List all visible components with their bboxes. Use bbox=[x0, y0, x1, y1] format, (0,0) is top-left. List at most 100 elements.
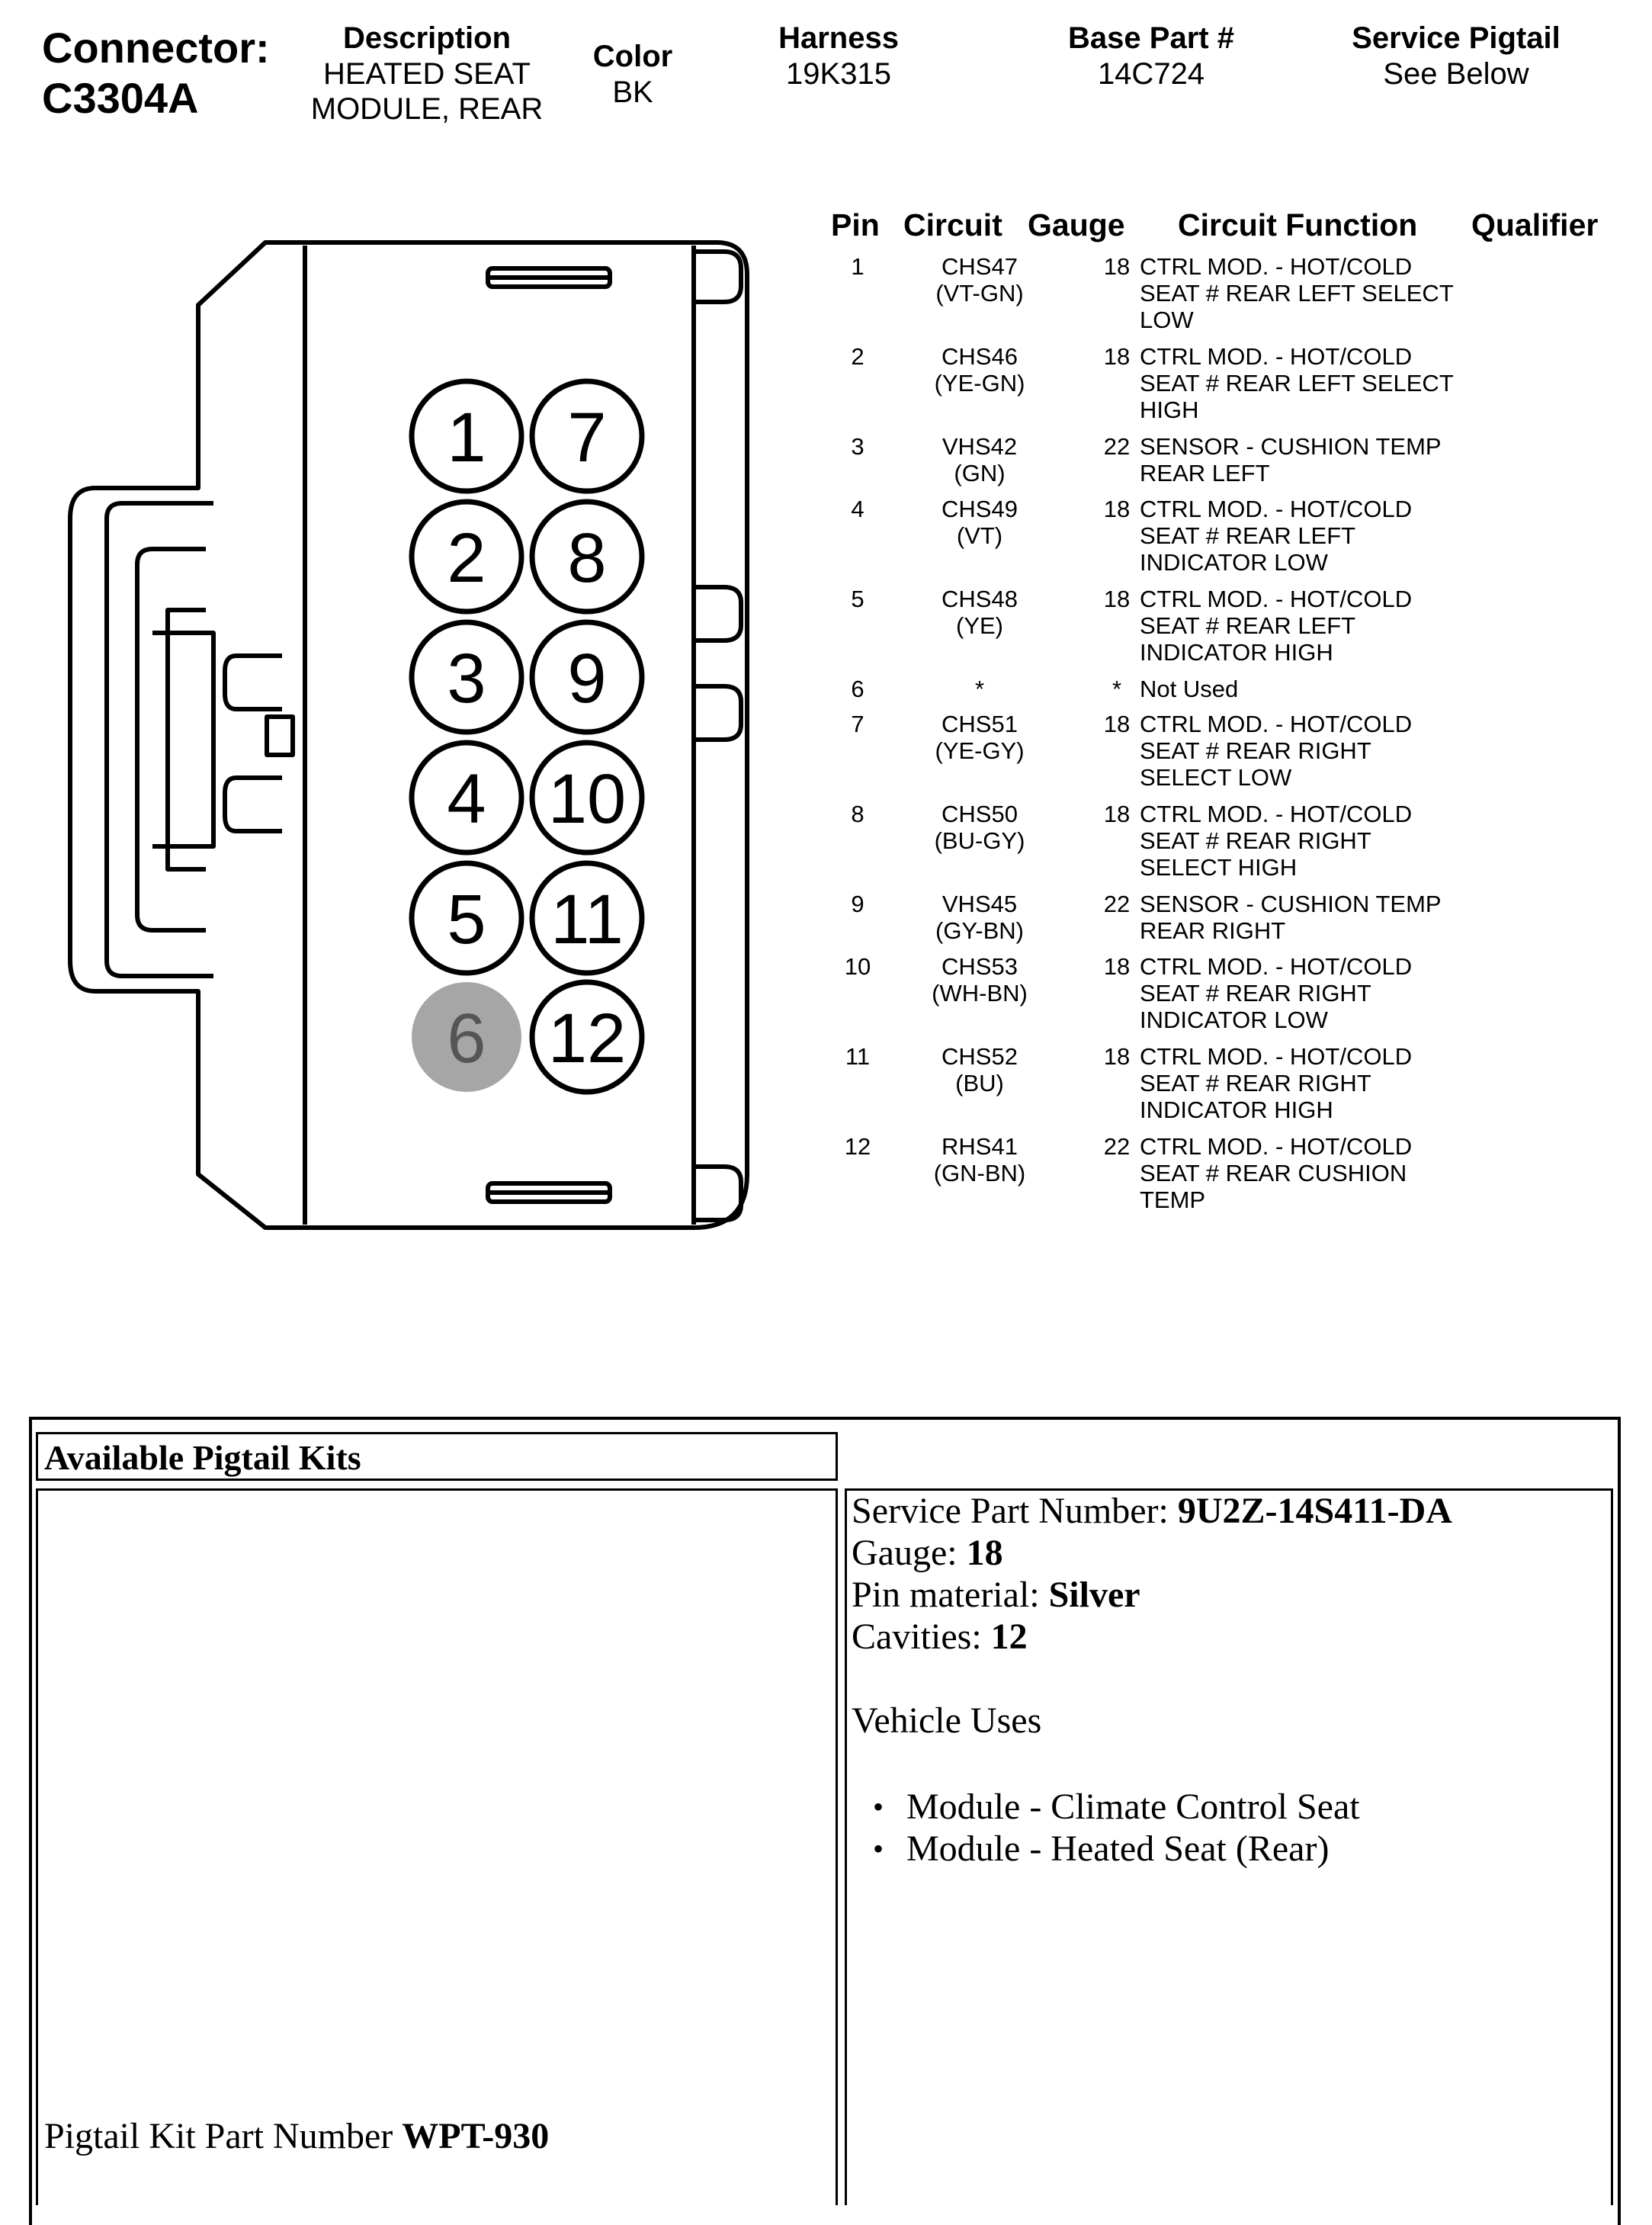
function-cell: SENSOR - CUSHION TEMP REAR RIGHT bbox=[1140, 891, 1442, 944]
pin-cell: 4 bbox=[851, 496, 864, 522]
gauge-cell: 22 bbox=[1103, 1133, 1131, 1160]
pin-number-label: 6 bbox=[447, 1000, 486, 1077]
gauge-cell: 18 bbox=[1103, 253, 1131, 280]
harness-header: Harness 19K315 bbox=[732, 20, 945, 92]
pigtail-title-cell: Available Pigtail Kits bbox=[36, 1432, 838, 1481]
gauge-cell: 22 bbox=[1103, 433, 1131, 460]
base-part-value: 14C724 bbox=[1097, 57, 1205, 91]
connector-label: Connector: bbox=[42, 24, 270, 72]
gauge-cell: * bbox=[1111, 676, 1122, 702]
pin-cell: 11 bbox=[845, 1043, 871, 1070]
description-line2: MODULE, REAR bbox=[310, 92, 544, 126]
pin-cell: 9 bbox=[851, 891, 864, 917]
pin-cavity-12 bbox=[529, 979, 645, 1095]
pigtail-title: Available Pigtail Kits bbox=[44, 1438, 361, 1477]
service-pigtail-header: Service Pigtail See Below bbox=[1326, 20, 1586, 92]
pin-number-label: 10 bbox=[548, 760, 626, 838]
circuit-cell: CHS52 (BU) bbox=[941, 1043, 1018, 1096]
gauge-cell: 18 bbox=[1103, 801, 1131, 827]
function-cell: CTRL MOD. - HOT/COLD SEAT # REAR CUSHION… bbox=[1140, 1133, 1413, 1213]
gauge-cell: 18 bbox=[1103, 496, 1131, 522]
vehicle-use-item: Module - Heated Seat (Rear) bbox=[873, 1828, 1329, 1870]
col-header-function: Circuit Function bbox=[1178, 207, 1418, 242]
gauge-cell: 18 bbox=[1103, 953, 1131, 980]
pin-cell: 2 bbox=[851, 343, 864, 370]
circuit-cell: VHS45 (GY-BN) bbox=[935, 891, 1024, 944]
circuit-cell: CHS53 (WH-BN) bbox=[932, 953, 1028, 1007]
pin-number-label: 1 bbox=[447, 399, 486, 477]
base-part-label: Base Part # bbox=[1068, 21, 1234, 55]
pin-cell: 7 bbox=[851, 711, 864, 737]
service-part-label: Service Part Number: bbox=[852, 1491, 1178, 1531]
pin-cell: 10 bbox=[844, 953, 871, 980]
circuit-cell: CHS49 (VT) bbox=[941, 496, 1018, 549]
pin-number-label: 9 bbox=[567, 640, 606, 718]
gauge-cell: 18 bbox=[1103, 711, 1131, 737]
circuit-cell: CHS51 (YE-GY) bbox=[935, 711, 1025, 764]
function-cell: CTRL MOD. - HOT/COLD SEAT # REAR RIGHT I… bbox=[1140, 1043, 1413, 1123]
col-header-gauge: Gauge bbox=[1028, 207, 1125, 242]
pin-cavity-2 bbox=[409, 499, 524, 615]
col-header-qualifier: Qualifier bbox=[1471, 207, 1599, 242]
col-header-pin: Pin bbox=[831, 207, 880, 242]
circuit-cell: VHS42 (GN) bbox=[941, 433, 1018, 486]
service-part-value: 9U2Z-14S411-DA bbox=[1177, 1491, 1452, 1531]
description-line1: HEATED SEAT bbox=[323, 57, 531, 91]
pin-cavity-10 bbox=[529, 740, 645, 856]
circuit-cell: CHS50 (BU-GY) bbox=[934, 801, 1025, 854]
pin-cell: 8 bbox=[851, 801, 864, 827]
pin-cavity-7 bbox=[529, 378, 645, 494]
pin-cavity-8 bbox=[529, 499, 645, 615]
circuit-cell: CHS46 (YE-GN) bbox=[934, 343, 1025, 397]
pin-cell: 6 bbox=[851, 676, 864, 702]
pin-cavity-6 bbox=[412, 982, 521, 1092]
pigtail-kits-table bbox=[29, 1417, 1621, 2225]
gauge-cell: 22 bbox=[1103, 891, 1131, 917]
color-header: Color BK bbox=[572, 38, 694, 110]
pin-cell: 5 bbox=[851, 586, 864, 612]
function-cell: CTRL MOD. - HOT/COLD SEAT # REAR RIGHT I… bbox=[1140, 953, 1413, 1033]
gauge-label: Gauge: bbox=[852, 1533, 967, 1573]
kit-label: Pigtail Kit Part Number bbox=[44, 2116, 403, 2156]
pin-number-label: 4 bbox=[447, 760, 486, 838]
pigtail-kit-part-number: Pigtail Kit Part Number WPT-930 bbox=[44, 2116, 549, 2157]
function-cell: CTRL MOD. - HOT/COLD SEAT # REAR LEFT IN… bbox=[1140, 586, 1413, 666]
connector-shell-outline bbox=[68, 240, 749, 1230]
description-header: Description HEATED SEAT MODULE, REAR bbox=[297, 20, 557, 127]
pin-cavity-4 bbox=[409, 740, 524, 856]
circuit-cell: * bbox=[974, 676, 985, 702]
function-cell: SENSOR - CUSHION TEMP REAR LEFT bbox=[1140, 433, 1442, 486]
service-pigtail-value: See Below bbox=[1383, 57, 1529, 91]
pin-number-label: 8 bbox=[567, 519, 606, 597]
vehicle-uses-label: Vehicle Uses bbox=[852, 1700, 1042, 1741]
pin-number-label: 3 bbox=[447, 640, 486, 718]
pigtail-left-cell: Pigtail Kit Part Number WPT-930 bbox=[36, 1488, 838, 2205]
pin-cell: 3 bbox=[851, 433, 864, 460]
connector-id: C3304A bbox=[42, 74, 199, 122]
function-cell: CTRL MOD. - HOT/COLD SEAT # REAR LEFT IN… bbox=[1140, 496, 1413, 576]
pin-number-label: 5 bbox=[447, 881, 486, 958]
pin-cell: 1 bbox=[851, 253, 864, 280]
pin-number-label: 7 bbox=[567, 399, 606, 477]
vehicle-use-item: Module - Climate Control Seat bbox=[873, 1787, 1360, 1828]
description-label: Description bbox=[342, 21, 512, 55]
service-pigtail-label: Service Pigtail bbox=[1352, 21, 1561, 55]
circuit-cell: CHS48 (YE) bbox=[941, 586, 1018, 639]
pin-number-label: 12 bbox=[548, 1000, 626, 1077]
function-cell: CTRL MOD. - HOT/COLD SEAT # REAR RIGHT S… bbox=[1140, 711, 1413, 791]
pin-cell: 12 bbox=[844, 1133, 871, 1160]
circuit-cell: RHS41 (GN-BN) bbox=[933, 1133, 1026, 1186]
cavities-value: 12 bbox=[990, 1617, 1028, 1657]
col-header-circuit: Circuit bbox=[903, 207, 1002, 242]
cavities-label: Cavities: bbox=[852, 1617, 991, 1657]
function-cell: CTRL MOD. - HOT/COLD SEAT # REAR LEFT SE… bbox=[1140, 253, 1454, 333]
gauge-cell: 18 bbox=[1103, 586, 1131, 612]
harness-label: Harness bbox=[778, 21, 899, 55]
pin-cavity-5 bbox=[409, 860, 524, 976]
color-label: Color bbox=[592, 40, 673, 73]
base-part-header: Base Part # 14C724 bbox=[1037, 20, 1265, 92]
pin-cavity-1 bbox=[409, 378, 524, 494]
pin-cavity-9 bbox=[529, 619, 645, 735]
